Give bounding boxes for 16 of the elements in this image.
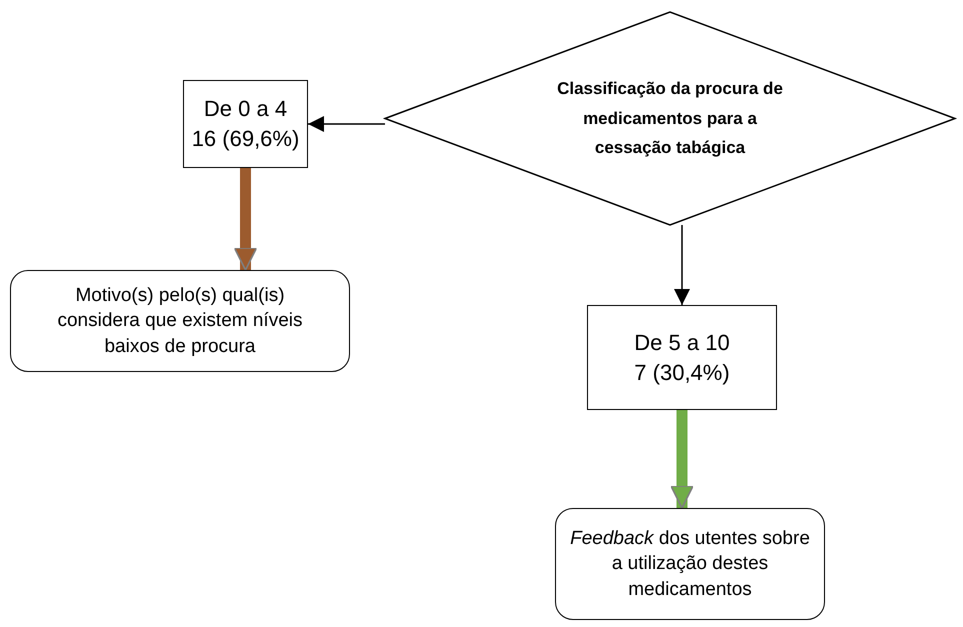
node-text: 16 (69,6%): [192, 125, 300, 153]
node-text: 7 (30,4%): [634, 358, 730, 386]
node-text: Motivo(s) pelo(s) qual(is) considera que existem níveis baixos de procura: [56, 284, 304, 359]
decision-diamond: [385, 12, 955, 225]
node-text: Classificação da procura de medicamentos para a cessação tabágica: [556, 78, 784, 160]
process-box: [587, 305, 777, 410]
rounded-box: [555, 508, 825, 620]
process-box: [183, 80, 308, 168]
arrow: [674, 225, 690, 305]
node-text: De 0 a 4: [204, 95, 288, 124]
arrow: [670, 410, 694, 509]
rounded-box: [10, 270, 350, 372]
node-text: Feedback dos utentes sobre a utilização destes medicamentos: [569, 526, 811, 602]
arrow: [234, 168, 258, 271]
node-text: De 5 a 10: [634, 328, 730, 357]
arrow: [308, 116, 385, 132]
